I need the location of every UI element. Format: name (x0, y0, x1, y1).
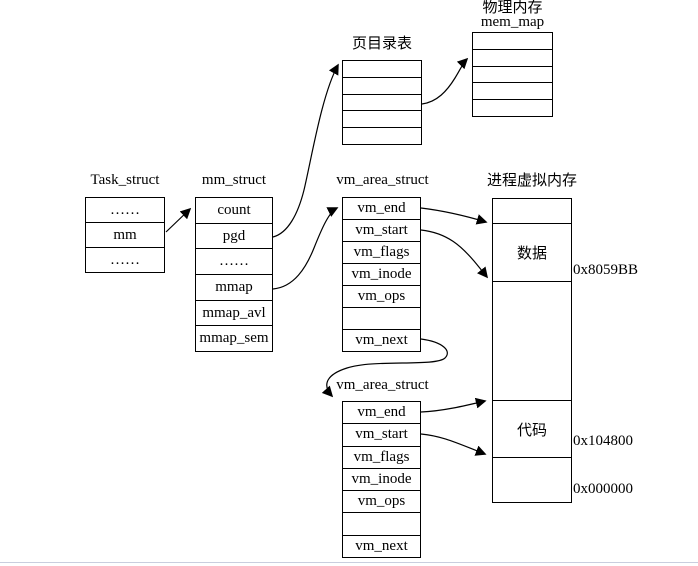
table-row: vm_flags (343, 242, 420, 264)
table-row: vm_ops (343, 491, 420, 514)
arrow-mm-to-mm-struct (165, 207, 192, 233)
table-row: count (196, 198, 272, 224)
table-row: vm_ops (343, 286, 420, 308)
physical-memory-label: 物理内存 (482, 0, 543, 16)
arrow-vm-start-bottom-to-code-end (420, 433, 487, 456)
table-row: mmap_avl (196, 301, 272, 327)
table-row (343, 78, 421, 95)
table-row (473, 83, 552, 101)
table-row (343, 111, 421, 129)
vm-area-struct-bottom-label: vm_area_struct (336, 377, 429, 393)
process-virtual-memory-table: 数据 代码 (492, 198, 572, 503)
table-row: pgd (196, 224, 272, 250)
table-row (343, 308, 420, 330)
table-row: mm (86, 223, 164, 248)
address-label: 0x000000 (573, 481, 633, 497)
address-label: 0x104800 (573, 433, 633, 449)
vm-area-struct-bottom-table: vm_end vm_start vm_flags vm_inode vm_ops… (342, 401, 421, 558)
arrow-vm-end-top-to-data-start (420, 207, 488, 225)
table-row: mmap_sem (199, 330, 269, 347)
table-row (343, 128, 421, 144)
table-row (343, 61, 421, 78)
page-directory-table (342, 60, 422, 145)
task-struct-table: …… mm …… (85, 197, 165, 273)
address-label: 0x8059BB (573, 262, 639, 278)
table-row: vm_next (355, 537, 408, 554)
table-row: vm_start (343, 220, 420, 242)
table-row (473, 67, 552, 84)
vm-section-code: 代码 (493, 401, 571, 458)
table-row: vm_end (343, 198, 420, 220)
table-row: vm_inode (343, 469, 420, 492)
table-row (473, 33, 552, 50)
vm-section (493, 282, 571, 401)
table-row: …… (110, 251, 140, 268)
table-row: mmap (196, 275, 272, 301)
table-row: vm_start (343, 424, 420, 447)
table-row (473, 100, 552, 116)
table-row: vm_inode (343, 264, 420, 286)
table-row (343, 95, 421, 112)
arrow-vm-end-bottom-to-code-start (420, 397, 487, 413)
table-row (473, 50, 552, 67)
mm-struct-table: count pgd …… mmap mmap_avl mmap_sem (195, 197, 273, 352)
table-row (343, 513, 420, 536)
mem-map-label: mem_map (480, 14, 545, 30)
page-edge-line (0, 562, 698, 563)
arrow-page-directory-to-mem-map (421, 57, 469, 105)
vm-area-struct-top-table: vm_end vm_start vm_flags vm_inode vm_ops… (342, 197, 421, 352)
task-struct-label: Task_struct (90, 172, 160, 188)
table-row: …… (196, 249, 272, 276)
arrow-mmap-to-vm-area-top (272, 207, 339, 290)
table-row: vm_next (355, 332, 408, 348)
vm-section-data: 数据 (493, 224, 571, 282)
arrow-pgd-to-page-directory (272, 63, 339, 238)
process-virtual-memory-label: 进程虚拟内存 (486, 173, 577, 189)
table-row: vm_end (343, 402, 420, 425)
table-row: vm_flags (343, 447, 420, 469)
vm-area-struct-top-label: vm_area_struct (336, 172, 429, 188)
vm-section (493, 458, 571, 502)
page-directory-label: 页目录表 (351, 36, 412, 52)
mem-map-table (472, 32, 553, 117)
table-row: …… (86, 198, 164, 223)
arrow-vm-start-top-to-data-end (420, 229, 489, 279)
vm-section (493, 199, 571, 224)
mm-struct-label: mm_struct (201, 172, 267, 188)
